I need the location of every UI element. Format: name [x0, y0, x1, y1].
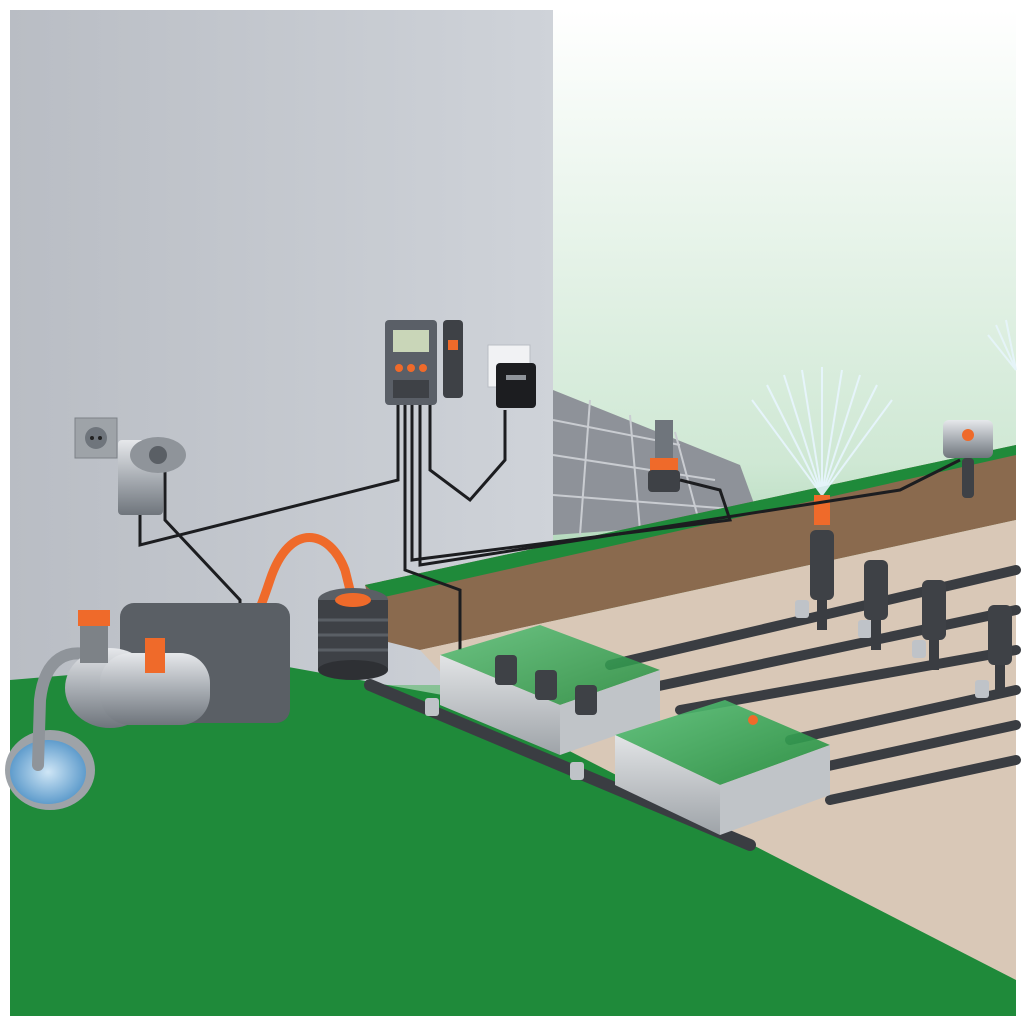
pop-up-sprinkler-icon: [648, 420, 680, 492]
front-lawn: [10, 660, 1016, 1016]
valve-box-2-icon: [615, 700, 830, 835]
valve-box-icon: [440, 625, 660, 755]
water-source-icon: [5, 730, 95, 810]
trench-sprinkler-risers: [810, 530, 1012, 695]
water-connector-icon: [318, 588, 388, 680]
pipe-connectors: [425, 600, 989, 780]
control-cables: [138, 400, 961, 650]
plug-transformer-icon: [487, 344, 536, 408]
spray-sprinkler-far-icon: [987, 319, 1017, 371]
power-socket-icon: [74, 417, 118, 459]
pump-icon: [65, 603, 290, 728]
controller-icon: [385, 320, 437, 405]
pressure-switch-icon: [118, 437, 186, 515]
module-icon: [443, 320, 463, 398]
rain-sensor-icon: [943, 420, 993, 498]
